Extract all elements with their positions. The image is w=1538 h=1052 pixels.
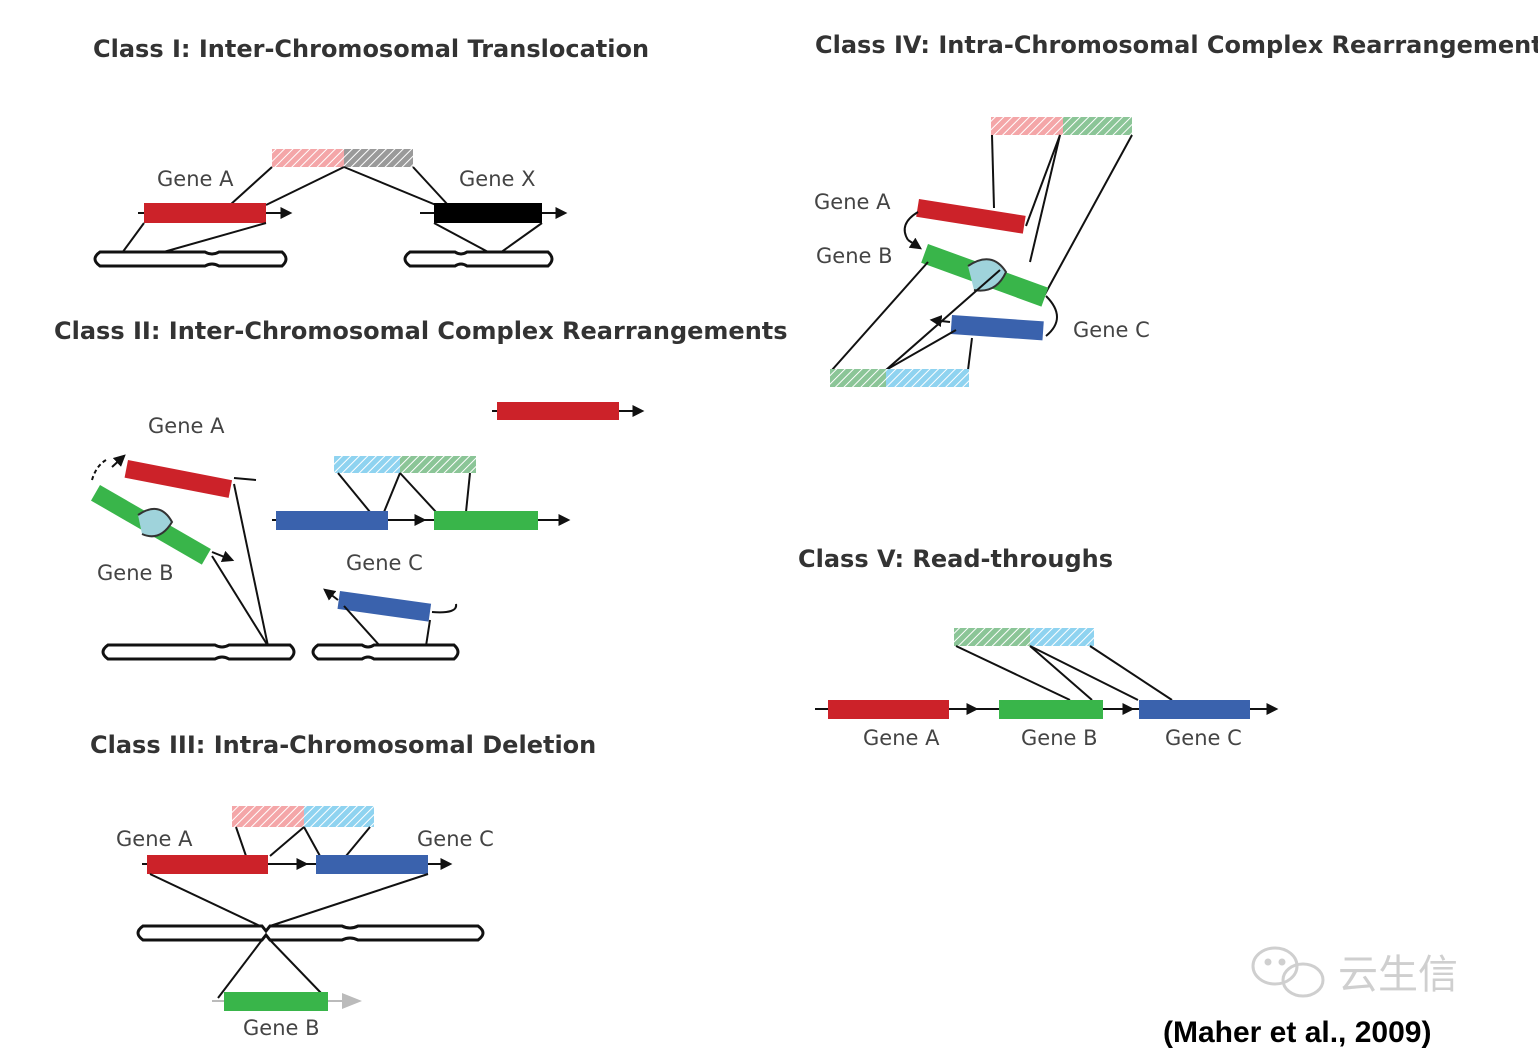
class1-gene-x — [434, 203, 542, 223]
class2-title: Class II: Inter-Chromosomal Complex Rear… — [54, 317, 788, 345]
class3-gene-b-label: Gene B — [243, 1016, 320, 1040]
class1-panel: Class I: Inter-Chromosomal Translocation… — [93, 35, 649, 268]
class5-gene-a — [828, 700, 949, 719]
class4-inversion-arrow — [967, 258, 1008, 292]
class2-gene-c-label: Gene C — [346, 551, 423, 575]
class5-gene-a-label: Gene A — [863, 726, 940, 750]
class5-gene-b — [999, 700, 1103, 719]
class1-gene-a — [144, 203, 266, 223]
class2-panel: Class II: Inter-Chromosomal Complex Rear… — [54, 317, 788, 661]
class5-title: Class V: Read-throughs — [798, 545, 1113, 573]
class2-fusion-transcript — [334, 456, 476, 473]
class1-chromosome-2 — [403, 250, 554, 268]
class2-gene-c-inverted — [337, 590, 432, 622]
class4-gene-c — [950, 315, 1044, 341]
wechat-icon — [1251, 946, 1325, 998]
class3-gene-c-label: Gene C — [417, 827, 494, 851]
class2-gene-a-relocated — [497, 402, 619, 420]
class5-gene-c-label: Gene C — [1165, 726, 1242, 750]
class1-gene-a-label: Gene A — [157, 167, 234, 191]
class3-gene-a — [147, 855, 268, 874]
class1-gene-x-label: Gene X — [459, 167, 535, 191]
class2-gene-c — [276, 511, 388, 530]
class1-chromosome-1 — [93, 250, 288, 268]
class4-panel: Class IV: Intra-Chromosomal Complex Rear… — [814, 31, 1538, 387]
class4-gene-a-label: Gene A — [814, 190, 891, 214]
class4-fusion-transcript-top — [991, 117, 1132, 135]
class3-gene-c — [316, 855, 428, 874]
class2-gene-a-label: Gene A — [148, 414, 225, 438]
class3-gene-b-deleted — [224, 992, 328, 1011]
class3-chromosome — [136, 924, 485, 942]
class2-gene-a — [124, 460, 233, 498]
class4-gene-a — [916, 199, 1026, 234]
class3-title: Class III: Intra-Chromosomal Deletion — [90, 731, 596, 759]
class4-gene-c-label: Gene C — [1073, 318, 1150, 342]
class4-fusion-transcript-bottom — [830, 369, 969, 387]
citation: (Maher et al., 2009) — [1163, 1016, 1431, 1049]
class4-title: Class IV: Intra-Chromosomal Complex Rear… — [815, 31, 1538, 59]
class5-fusion-transcript — [954, 628, 1094, 646]
watermark: 云生信 — [1251, 946, 1458, 998]
class4-gene-b-label: Gene B — [816, 244, 893, 268]
class2-gene-b-fused — [434, 511, 538, 530]
class5-panel: Class V: Read-throughs Gene A Gene B Gen… — [798, 545, 1279, 750]
class1-title: Class I: Inter-Chromosomal Translocation — [93, 35, 649, 63]
class2-inversion-arrow — [137, 507, 174, 538]
class2-chromosome-2 — [311, 643, 460, 661]
class1-fusion-transcript — [272, 149, 413, 167]
class2-gene-b-label: Gene B — [97, 561, 174, 585]
class5-gene-c — [1139, 700, 1250, 719]
class3-fusion-transcript — [232, 806, 374, 827]
class5-gene-b-label: Gene B — [1021, 726, 1098, 750]
class2-chromosome-1 — [101, 643, 296, 661]
class3-panel: Class III: Intra-Chromosomal Deletion Ge… — [90, 731, 596, 1040]
class3-gene-a-label: Gene A — [116, 827, 193, 851]
watermark-text: 云生信 — [1338, 952, 1458, 998]
